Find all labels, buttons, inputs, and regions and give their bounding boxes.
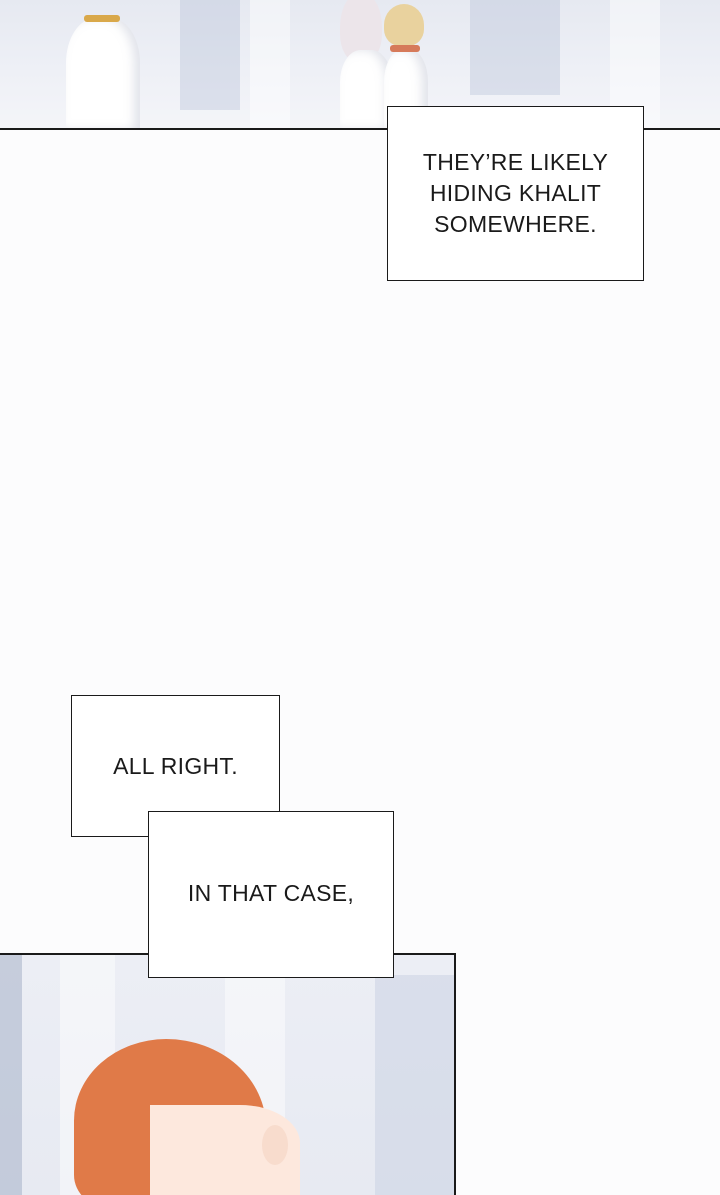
character-center-uniform [340, 50, 392, 128]
character-blonde-hair [384, 4, 424, 46]
speech-text-2: ALL RIGHT. [113, 753, 238, 779]
speech-text-line: HIDING KHALIT [429, 180, 602, 206]
background-window [180, 0, 240, 110]
uniform-collar [390, 45, 420, 52]
speech-bubble-1 [387, 106, 644, 281]
speech-bubble-3 [148, 811, 394, 978]
speech-text-1: THEY’RE LIKELY HIDING KHALIT SOMEWHERE. [387, 147, 644, 240]
background-pillar [250, 0, 290, 128]
character-left-uniform [66, 18, 140, 128]
speech-text-line: THEY’RE LIKELY [422, 149, 609, 175]
background-window [0, 955, 22, 1195]
bottom-art-panel [0, 953, 456, 1195]
character-ear [262, 1125, 288, 1165]
background-window [470, 0, 560, 95]
uniform-collar [84, 15, 120, 22]
background-window [375, 975, 454, 1195]
speech-text-3: IN THAT CASE, [187, 880, 355, 906]
top-art-panel [0, 0, 720, 130]
speech-text-line: SOMEWHERE. [434, 211, 597, 237]
